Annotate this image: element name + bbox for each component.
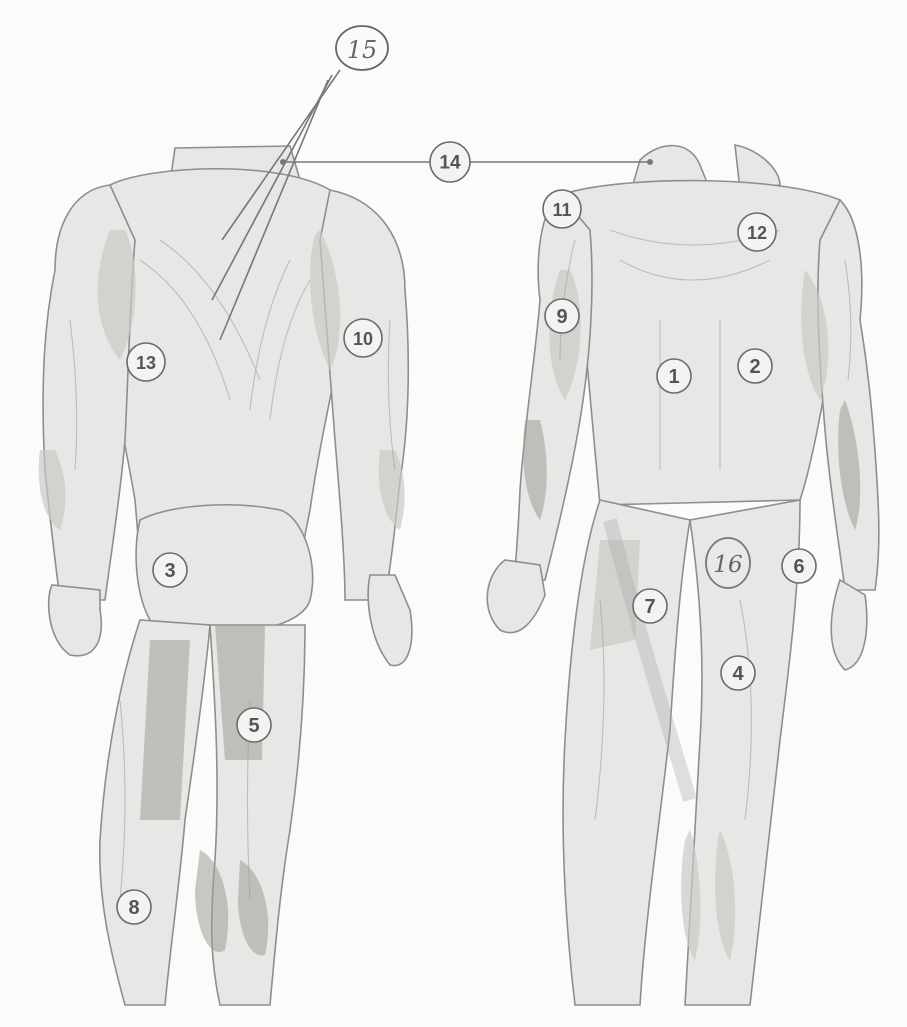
label-3-text: 3 bbox=[164, 560, 175, 582]
label-16: 16 bbox=[706, 538, 750, 588]
label-8: 8 bbox=[117, 890, 151, 924]
label-2-text: 2 bbox=[749, 356, 760, 378]
label-5-text: 5 bbox=[248, 715, 259, 737]
label-13: 13 bbox=[127, 343, 165, 381]
label-10-text: 10 bbox=[353, 329, 373, 349]
label-13-text: 13 bbox=[136, 353, 156, 373]
label-7: 7 bbox=[633, 589, 667, 623]
label-14: 14 bbox=[430, 142, 470, 182]
label-12-text: 12 bbox=[747, 223, 767, 243]
label-6: 6 bbox=[782, 549, 816, 583]
label-2: 2 bbox=[738, 349, 772, 383]
label-11: 11 bbox=[543, 190, 581, 228]
label-1: 1 bbox=[657, 359, 691, 393]
label-10: 10 bbox=[344, 319, 382, 357]
label-8-text: 8 bbox=[128, 897, 139, 919]
label-9: 9 bbox=[545, 299, 579, 333]
label-9-text: 9 bbox=[556, 306, 567, 328]
label-4: 4 bbox=[721, 656, 755, 690]
label-6-text: 6 bbox=[793, 556, 804, 578]
label-11-text: 11 bbox=[552, 200, 571, 220]
label-16-text: 16 bbox=[713, 552, 742, 578]
label-15: 15 bbox=[336, 26, 388, 70]
front-view-figure bbox=[487, 145, 879, 1005]
label-3: 3 bbox=[153, 553, 187, 587]
label-5: 5 bbox=[237, 708, 271, 742]
label-15-text: 15 bbox=[347, 36, 378, 64]
label-4-text: 4 bbox=[732, 663, 744, 685]
label-7-text: 7 bbox=[644, 596, 655, 618]
label-12: 12 bbox=[738, 213, 776, 251]
label-14-text: 14 bbox=[439, 153, 461, 174]
label-1-text: 1 bbox=[668, 366, 679, 388]
